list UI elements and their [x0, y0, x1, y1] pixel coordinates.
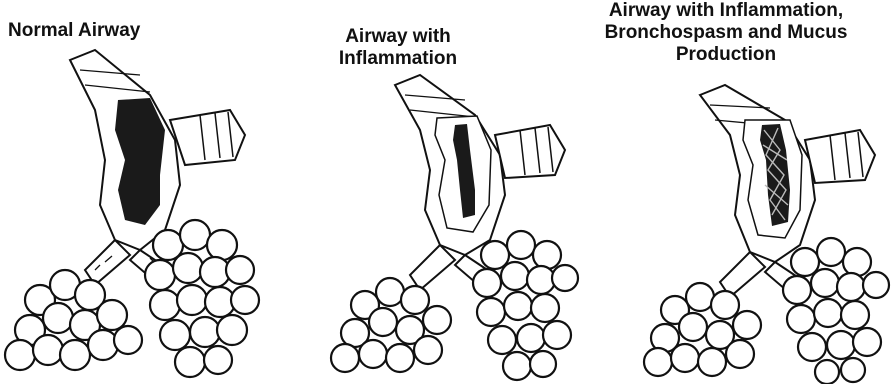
- alveoli-cluster-right: [145, 220, 259, 377]
- normal-airway-illustration: [0, 0, 300, 384]
- alveoli-cluster-left: [644, 283, 761, 376]
- inflamed-airway-drawing: [325, 0, 625, 384]
- alveoli-cluster-left: [331, 278, 451, 372]
- alveoli-cluster-right: [783, 238, 889, 384]
- bronchospasm-airway-illustration: [640, 0, 892, 384]
- bronchospasm-airway-drawing: [640, 0, 892, 384]
- inflamed-airway-illustration: [325, 0, 625, 384]
- alveoli-cluster-left: [5, 270, 142, 370]
- alveoli-cluster-right: [473, 231, 578, 380]
- normal-airway-drawing: [0, 0, 300, 384]
